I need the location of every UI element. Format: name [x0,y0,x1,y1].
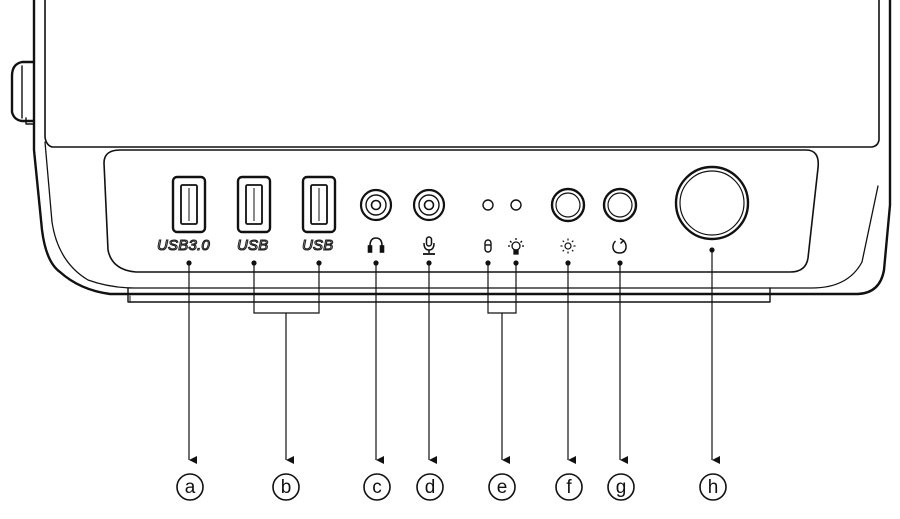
led-indicator-icon [482,199,522,211]
callout-h: h [699,473,727,501]
callout-b-label: b [281,477,292,498]
headphone-icon [367,237,385,253]
callout-g-label: g [616,477,627,498]
callout-d-label: d [425,477,436,498]
callout-f-label: f [566,477,572,498]
power-led-icon [508,238,524,255]
hdd-icon [484,239,492,253]
callout-e: e [488,473,516,501]
leader-lines [186,247,720,464]
brightness-icon [560,238,576,254]
callout-d: d [416,473,444,501]
reset-button [602,187,638,223]
callout-g: g [607,473,635,501]
usb30-label: USB3.0 [157,237,210,254]
usb-port-icon [236,175,272,234]
brightness-button [550,187,586,223]
microphone-icon [423,236,435,255]
case-body [10,0,892,303]
front-panel [103,149,820,273]
callout-f: f [555,473,583,501]
callout-a-label: a [185,477,196,498]
callout-c-label: c [372,477,382,498]
usb-label-1: USB [237,237,268,254]
callout-a: a [176,473,204,501]
callout-b: b [272,473,300,501]
usb-port-icon [301,175,337,234]
callout-c: c [363,473,391,501]
power-button-icon [674,165,750,241]
reset-icon [612,237,627,254]
callout-h-label: h [708,477,719,498]
usb3-port-icon [171,175,207,234]
usb-label-2: USB [302,237,333,254]
headphone-jack [359,188,393,222]
microphone-jack [412,188,446,222]
callout-e-label: e [497,477,508,498]
